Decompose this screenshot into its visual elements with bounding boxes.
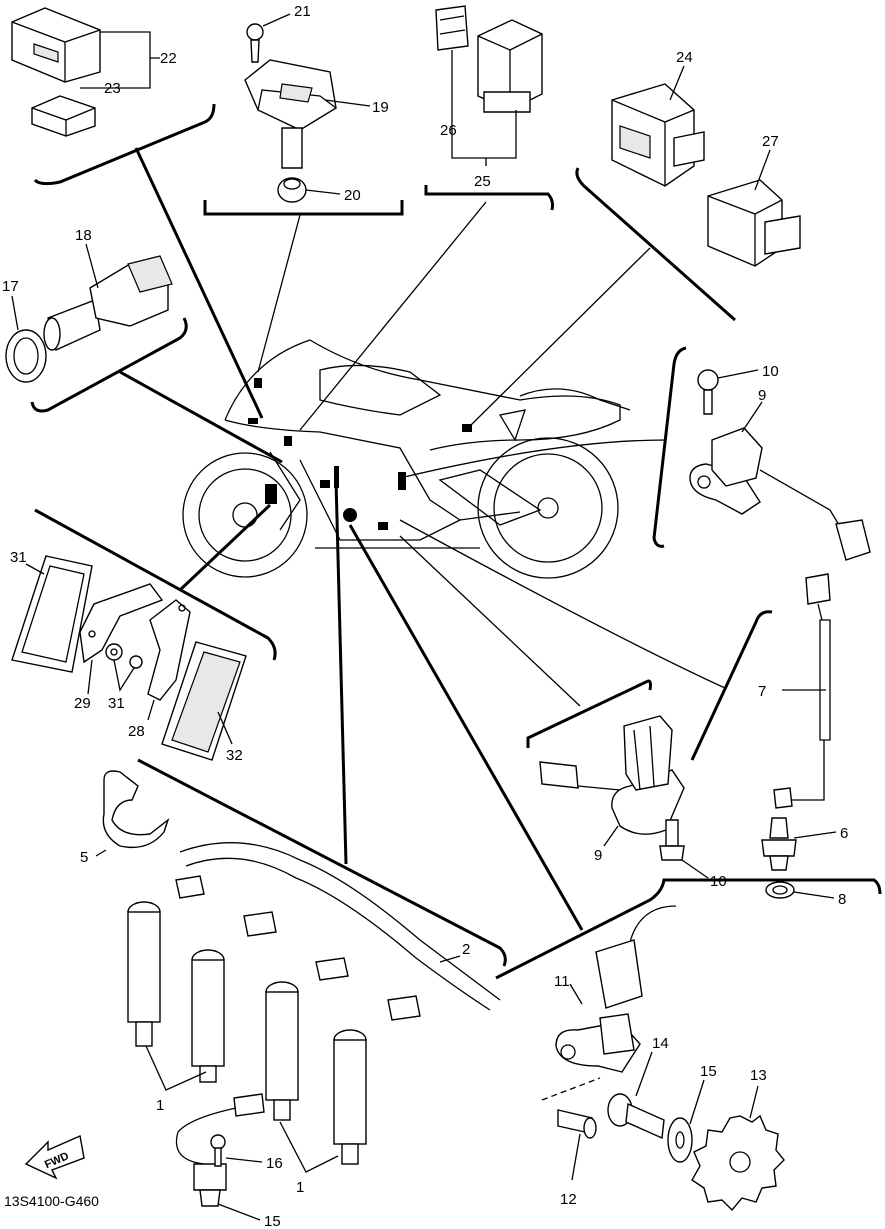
callout-14: 14 — [652, 1035, 669, 1052]
callout-22: 21 — [294, 3, 311, 20]
callout-18: 17 — [2, 278, 19, 295]
part-1-ignition-coil-d — [333, 1029, 367, 1165]
callout-25: 24 — [676, 49, 693, 66]
part-29-bracket — [147, 599, 191, 701]
part-13-timing-rotor — [691, 1114, 785, 1212]
part-15-washer — [667, 1117, 693, 1163]
callout-6: 8 — [838, 891, 846, 908]
part-2-harness — [175, 842, 501, 1021]
part-26-relay — [477, 19, 543, 113]
callout-12: 12 — [560, 1191, 577, 1208]
part-9-speed-sensor — [689, 427, 871, 561]
callout-21: 20 — [344, 187, 361, 204]
callout-3: 5 — [80, 849, 88, 866]
callout-23: 22 — [160, 50, 177, 67]
callout-11: 11 — [554, 973, 570, 990]
part-21-grommet — [277, 177, 307, 203]
callout-7: 9 — [594, 847, 602, 864]
callout-1-a: 1 — [156, 1097, 164, 1114]
part-24-connector — [31, 95, 96, 137]
part-17-bolt — [210, 1134, 226, 1167]
callout-9: 9 — [758, 387, 766, 404]
callout-31-a: 31 — [10, 549, 27, 566]
callout-27: 26 — [440, 122, 457, 139]
part-11-crank-sensor — [555, 905, 677, 1073]
part-10-bolt — [697, 369, 719, 415]
callout-17: 16 — [266, 1155, 283, 1172]
part-8-bolt — [659, 819, 685, 861]
part-6-gasket — [765, 881, 795, 899]
part-4-switch — [761, 817, 797, 871]
callout-20: 19 — [372, 99, 389, 116]
part-1-ignition-coil-a — [127, 901, 161, 1047]
part-5-lead — [773, 573, 831, 809]
callout-10: 10 — [762, 363, 779, 380]
callout-29: 28 — [128, 723, 145, 740]
part-7-gear-sensor — [539, 715, 685, 835]
part-31-reflector-b — [161, 641, 247, 761]
callout-19: 18 — [75, 227, 92, 244]
callout-5: 7 — [758, 683, 766, 700]
callout-15: 15 — [700, 1063, 717, 1080]
part-16-cam-sensor — [175, 1093, 265, 1207]
callout-24: 23 — [104, 80, 121, 97]
part-25-ecu — [611, 83, 705, 187]
part-20-sensor — [244, 59, 337, 169]
callout-26: 25 — [474, 173, 491, 190]
callout-2: 2 — [462, 941, 470, 958]
part-14-bolt — [607, 1093, 665, 1140]
callout-32: 31 — [108, 695, 125, 712]
part-1-ignition-coil-c — [265, 981, 299, 1121]
callout-28: 27 — [762, 133, 779, 150]
part-3-clamp — [102, 770, 170, 849]
callout-31-b: 32 — [226, 747, 243, 764]
part-1-ignition-coil-b — [191, 949, 225, 1083]
callout-30: 29 — [74, 695, 91, 712]
fwd-arrow: FWD — [24, 1135, 85, 1180]
callout-16: 15 — [264, 1213, 281, 1229]
diagram-code: 13S4100-G460 — [4, 1193, 99, 1209]
part-18-gasket — [5, 329, 47, 383]
callout-4: 6 — [840, 825, 848, 842]
callout-1-b: 1 — [296, 1179, 304, 1196]
part-12-bolt — [557, 1109, 597, 1139]
part-23-connector — [11, 7, 101, 83]
part-22-screw — [246, 23, 264, 63]
part-28-relay-unit — [707, 179, 801, 267]
part-32-nut — [105, 643, 143, 669]
part-31-reflector-a — [11, 555, 93, 673]
callout-13: 13 — [750, 1067, 767, 1084]
motorcycle-outline — [182, 339, 631, 579]
part-27-relay-connector — [435, 5, 469, 51]
part-19-temp-sensor — [43, 255, 173, 351]
part-30-bracket — [79, 583, 164, 664]
